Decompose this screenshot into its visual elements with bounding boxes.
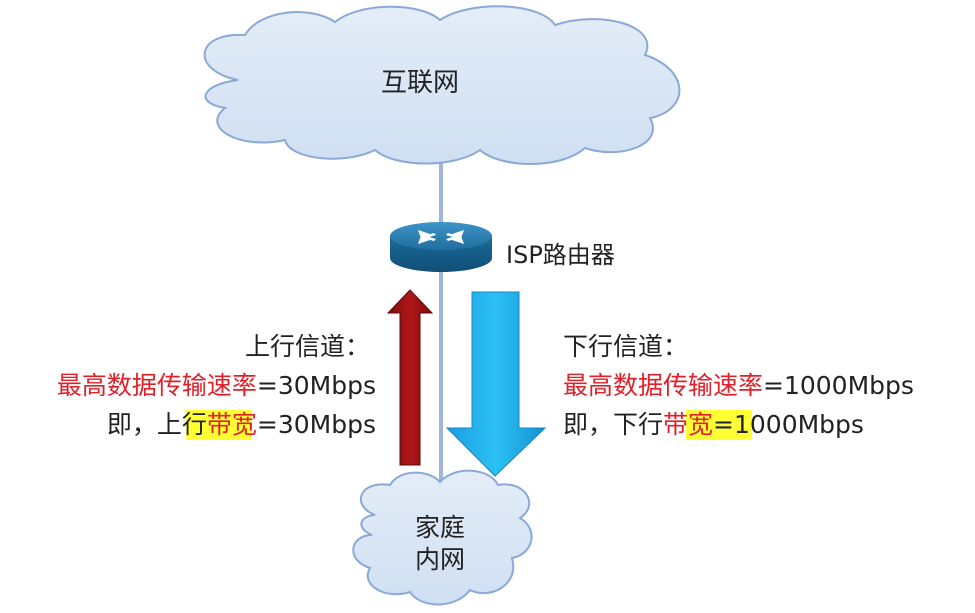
uplink-text: 上行信道： 最高数据传输速率=30Mbps 即，上行带宽=30Mbps <box>57 332 376 440</box>
uplink-rate: 最高数据传输速率=30Mbps <box>57 371 376 400</box>
uplink-title: 上行信道： <box>245 332 370 361</box>
home-label-line2: 内网 <box>415 545 465 574</box>
downlink-bw-value: =1000Mbps <box>713 410 864 439</box>
uplink-rate-label: 最高数据传输速率 <box>57 371 257 400</box>
home-label-line1: 家庭 <box>415 513 465 542</box>
downlink-bw-highlight <box>686 410 752 440</box>
uplink-bw-label: 带宽 <box>207 410 257 439</box>
isp-router: ISP路由器 <box>390 222 615 272</box>
internet-cloud: 互联网 <box>203 5 681 165</box>
uplink-bw-value: =30Mbps <box>257 410 376 439</box>
downlink-bw-label: 带宽 <box>663 410 713 439</box>
downlink-rate-label: 最高数据传输速率 <box>563 371 763 400</box>
uplink-bw: 即，上行带宽=30Mbps <box>107 410 376 439</box>
cloud-icon <box>352 469 533 606</box>
downlink-rate-value: =1000Mbps <box>763 371 914 400</box>
downlink-title: 下行信道： <box>563 332 688 361</box>
uplink-bw-highlight <box>186 410 252 440</box>
downlink-bw-prefix: 即，下行 <box>563 410 663 439</box>
downlink-bw: 即，下行带宽=1000Mbps <box>563 410 864 439</box>
router-label: ISP路由器 <box>506 241 615 269</box>
internet-label: 互联网 <box>381 68 459 98</box>
cloud-icon <box>203 5 681 165</box>
router-icon <box>390 222 492 272</box>
downlink-rate: 最高数据传输速率=1000Mbps <box>563 371 914 400</box>
downlink-text: 下行信道： 最高数据传输速率=1000Mbps 即，下行带宽=1000Mbps <box>563 332 914 440</box>
uplink-bw-prefix: 即，上行 <box>107 410 207 439</box>
home-cloud: 家庭 内网 <box>352 469 533 606</box>
downlink-arrow <box>445 291 547 477</box>
uplink-arrow <box>386 289 434 466</box>
uplink-rate-value: =30Mbps <box>257 371 376 400</box>
